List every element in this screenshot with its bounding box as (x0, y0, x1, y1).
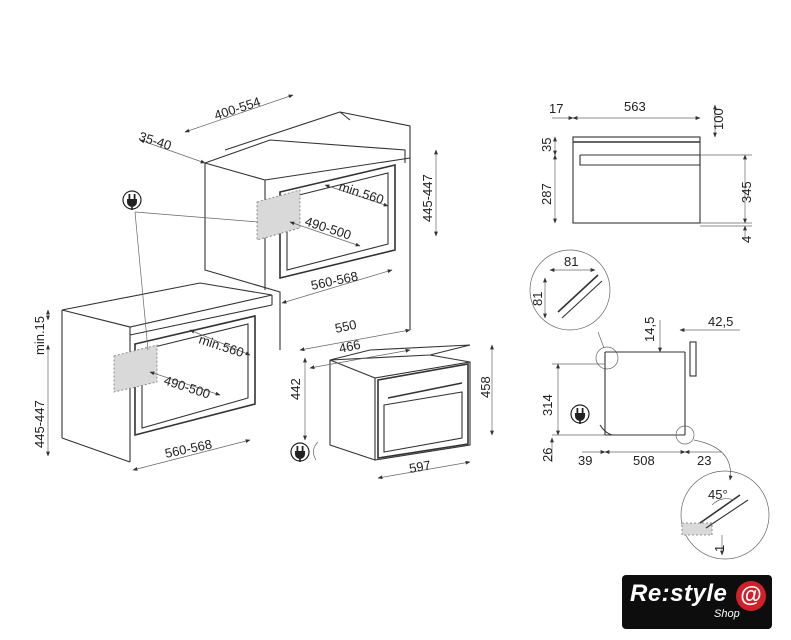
dim-17: 17 (549, 101, 563, 116)
dim-35-40: 35-40 (137, 129, 173, 154)
dim-400-554: 400-554 (212, 94, 262, 123)
dim-563: 563 (624, 99, 646, 114)
dim-550: 550 (334, 317, 358, 336)
dim-min15: min.15 (32, 316, 47, 355)
dim-560-568-top: 560-568 (310, 268, 360, 293)
dim-445-447-bottom: 445-447 (32, 400, 47, 448)
dim-466: 466 (338, 337, 362, 356)
dim-287: 287 (539, 183, 554, 205)
detail-section: 81 81 14,5 42,5 314 26 39 508 23 (529, 249, 740, 481)
dimension-labels: 400-554 35-40 445-447 min.560 490-500 56… (32, 94, 493, 476)
side-view: 17 563 100 35 287 345 4 (539, 99, 754, 243)
dim-100: 100 (711, 108, 726, 130)
dimension-lines (46, 94, 494, 480)
dim-458: 458 (478, 376, 493, 398)
dim-26: 26 (540, 448, 555, 462)
dim-14-5: 14,5 (642, 317, 657, 342)
dim-597: 597 (408, 457, 432, 476)
plug-leaders (122, 190, 259, 351)
logo-sub-text: Shop (714, 608, 740, 620)
oven-perspective (290, 344, 471, 463)
base-cabinet (61, 282, 273, 463)
logo-at-mark: @ (736, 581, 766, 611)
dim-490-500-top: 490-500 (303, 214, 353, 243)
dim-min560-bottom: min.560 (197, 332, 246, 361)
tall-cabinet (204, 111, 411, 350)
dim-35: 35 (539, 138, 554, 152)
dim-39: 39 (578, 453, 592, 468)
dim-442: 442 (288, 378, 303, 400)
dim-81-w: 81 (564, 254, 578, 269)
dim-508: 508 (633, 453, 655, 468)
restyle-shop-logo: Re:style @ Shop (622, 575, 772, 629)
dim-490-500-bottom: 490-500 (162, 373, 212, 402)
dim-4: 4 (739, 236, 754, 243)
dim-23: 23 (697, 453, 711, 468)
dim-81-h: 81 (530, 292, 545, 306)
logo-main-text: Re:style (630, 580, 728, 607)
dim-560-568-bottom: 560-568 (164, 436, 214, 461)
dim-1: 1 (712, 545, 727, 552)
angle-detail: 45° 1 (680, 470, 770, 560)
dim-45deg: 45° (708, 487, 728, 502)
dim-42-5: 42,5 (708, 314, 733, 329)
dim-314: 314 (540, 394, 555, 416)
dim-345: 345 (739, 181, 754, 203)
dim-min560-top: min.560 (337, 179, 386, 208)
dim-445-447-top: 445-447 (420, 174, 435, 222)
